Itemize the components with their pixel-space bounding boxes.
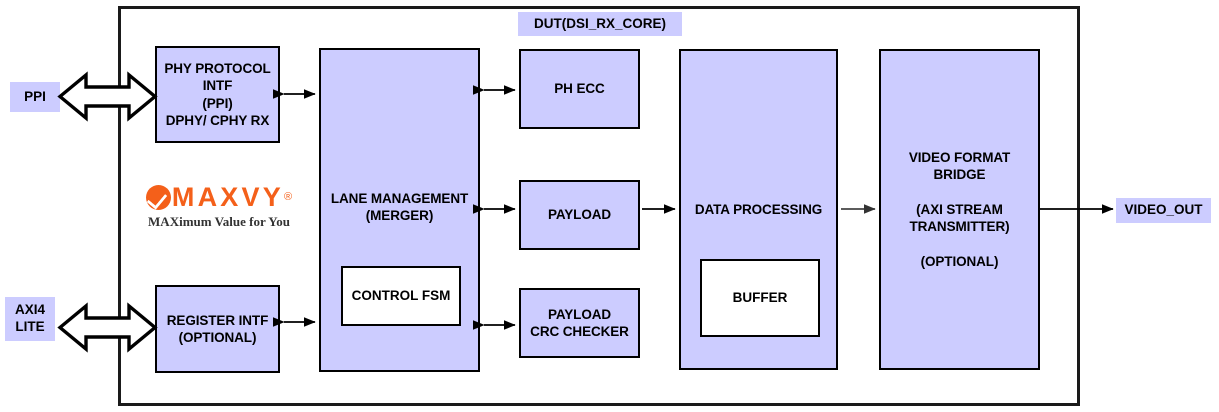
registered-trademark-icon: ®	[283, 191, 293, 203]
block-video-format-bridge: VIDEO FORMAT BRIDGE (AXI STREAM TRANSMIT…	[879, 49, 1040, 370]
block-control-fsm: CONTROL FSM	[341, 266, 461, 326]
maxvy-wordmark: MAXVY	[171, 181, 284, 212]
block-phy-protocol-intf: PHY PROTOCOL INTF (PPI) DPHY/ CPHY RX	[155, 46, 280, 143]
block-register-intf: REGISTER INTF (OPTIONAL)	[155, 285, 280, 373]
block-payload: PAYLOAD	[519, 180, 640, 250]
maxvy-logo: MAXVY ® MAXimum Value for You	[124, 182, 314, 240]
block-data-processing-label: DATA PROCESSING	[694, 202, 823, 217]
block-lane-management-label: LANE MANAGEMENT (MERGER)	[330, 191, 469, 224]
port-video-out-label: VIDEO_OUT	[1116, 198, 1211, 223]
dut-boundary	[118, 6, 1080, 406]
maxvy-logo-row: MAXVY ®	[145, 181, 293, 212]
block-payload-crc-checker: PAYLOAD CRC CHECKER	[519, 288, 640, 358]
block-buffer: BUFFER	[700, 259, 820, 337]
port-ppi-label: PPI	[10, 82, 60, 112]
port-axi4-lite-label: AXI4 LITE	[5, 297, 55, 341]
check-circle-icon	[145, 184, 171, 210]
block-ph-ecc: PH ECC	[519, 49, 640, 129]
dut-title-label: DUT(DSI_RX_CORE)	[518, 12, 682, 36]
maxvy-tagline: MAXimum Value for You	[148, 214, 290, 229]
